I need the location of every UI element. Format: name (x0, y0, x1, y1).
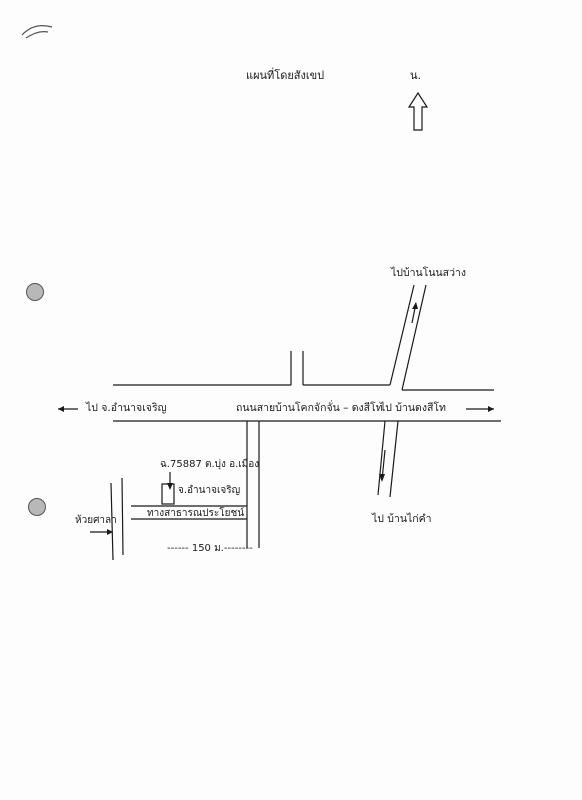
pointer-arrow-head (167, 483, 173, 490)
north-arrow-icon (407, 91, 429, 131)
label-public-way: ทางสาธารณประโยชน์ (147, 508, 245, 519)
road-to-non-sawang-left (389, 284, 415, 386)
stream-bank (110, 482, 114, 561)
stream-bank (121, 477, 124, 556)
arrow-right-head (488, 406, 494, 412)
label-to-kai-kham: ไป บ้านไก่คำ (372, 513, 432, 525)
arrow-down-head (379, 474, 385, 482)
north-label: น. (410, 69, 422, 82)
stream-pointer-head (107, 529, 113, 535)
label-to-amnat-charoen: ไป จ.อำนาจเจริญ (86, 402, 167, 414)
label-to-dong-si-tho: ไป บ้านดงสีโท (380, 402, 446, 414)
road-to-kai-kham-left (377, 420, 386, 496)
road-to-kai-kham-right (389, 420, 399, 498)
road-to-non-sawang-right (401, 284, 427, 391)
label-distance: ------ 150 ม.-------- (167, 543, 253, 554)
arrow-left-head (58, 406, 64, 412)
arrow-up-head (412, 302, 418, 309)
scribble-mark (21, 25, 53, 39)
label-province: จ.อำนาจเจริญ (178, 485, 241, 496)
label-main-road: ถนนสายบ้านโคกจักจั่น – ดงสีโท (236, 402, 383, 414)
map-title: แผนที่โดยสังเขป (246, 69, 325, 82)
plot-marker (161, 483, 175, 505)
label-to-non-sawang: ไปบ้านโนนสว่าง (391, 267, 467, 279)
label-deed: ฉ.75887 ต.บุ่ง อ.เมือง (160, 459, 260, 470)
label-stream: ห้วยศาลา (75, 515, 117, 526)
punch-hole (26, 283, 44, 301)
punch-hole (28, 498, 46, 516)
